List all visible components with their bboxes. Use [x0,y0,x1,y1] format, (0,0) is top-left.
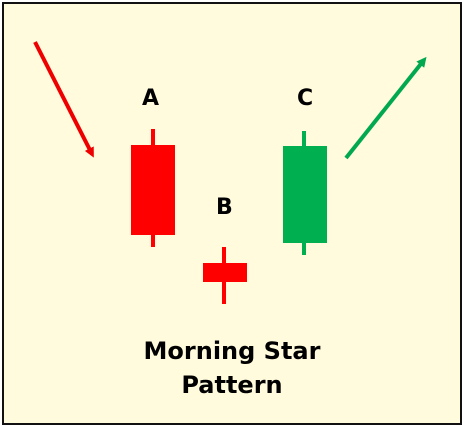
candle-b-body [203,263,247,282]
uptrend-arrow [344,56,427,160]
candle-b [203,247,247,304]
candle-a-label: A [142,86,160,111]
pattern-title-line-1: Morning Star [143,337,321,365]
candle-a-body [131,145,175,235]
candle-b-label: B [216,195,233,220]
candle-c-label: C [297,86,314,111]
candle-a [131,129,175,247]
diagram-canvas [33,41,427,304]
pattern-title-line-2: Pattern [181,371,283,399]
downtrend-arrow [33,41,94,158]
candle-c [283,131,327,255]
candle-c-body [283,146,327,243]
